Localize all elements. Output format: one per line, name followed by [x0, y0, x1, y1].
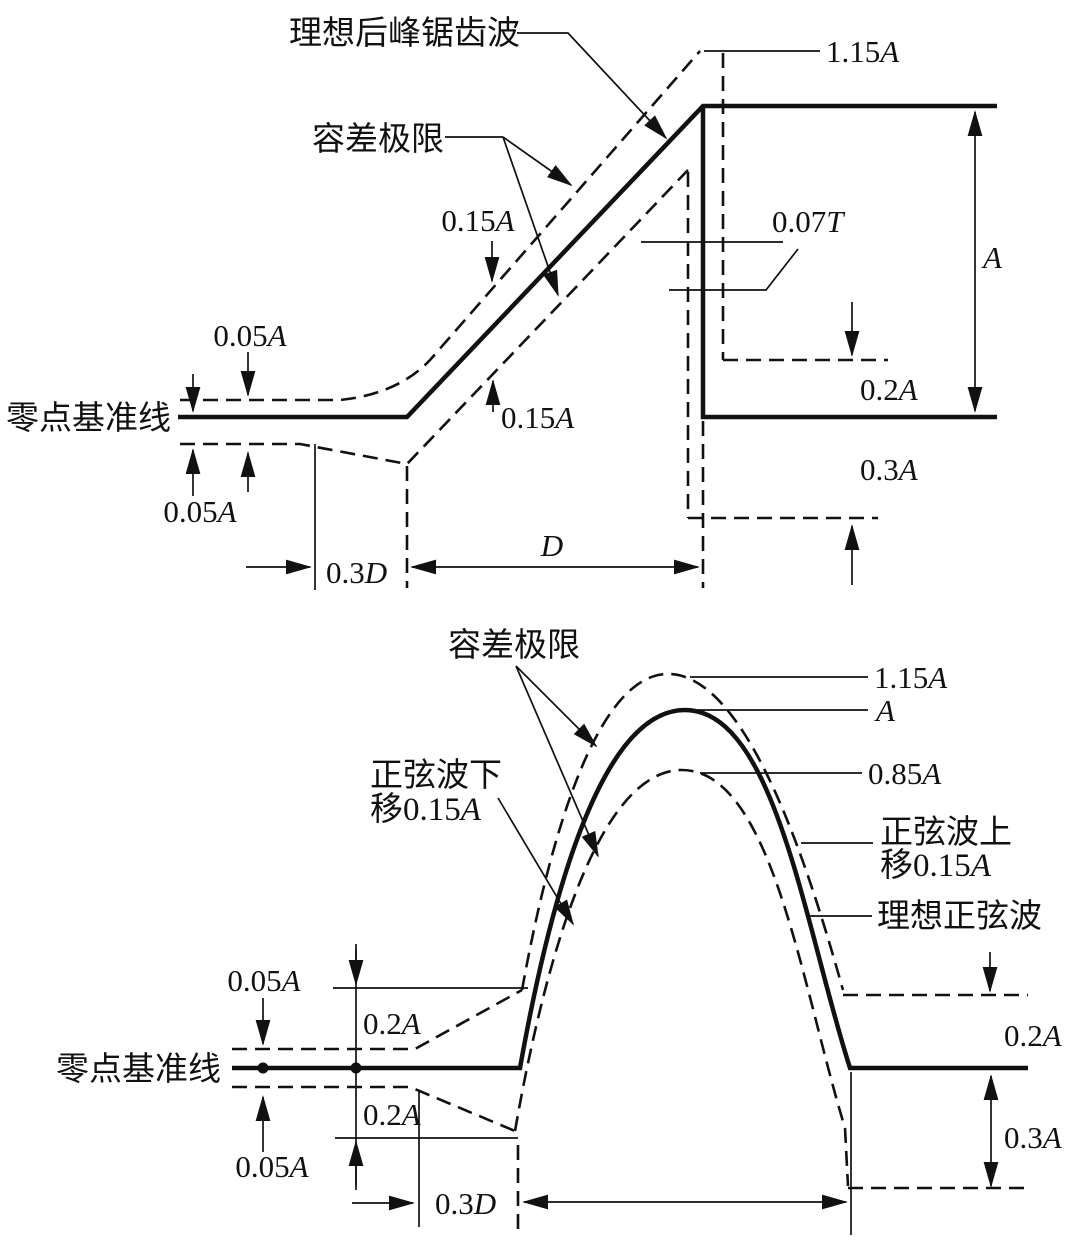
tolerance-leader-arrow-upper [502, 136, 573, 187]
shift-up-label-line1: 正弦波上 [880, 814, 1012, 851]
peak-tol-value: 1.15A [826, 34, 900, 69]
zero-reference-label: 零点基准线 [56, 1051, 221, 1088]
fall-time-tol-leader-lower [669, 248, 799, 291]
zero-reference-label: 零点基准线 [6, 400, 171, 437]
shift-down-label-line2: 移0.15A [370, 791, 482, 828]
ramp-tol-upper-value: 0.15A [441, 203, 515, 238]
lower-peak-value: 0.85A [868, 756, 942, 791]
duration-value: D [540, 528, 563, 563]
fall-time-tol-value: 0.07T [772, 204, 846, 239]
sine-lower-tolerance-curve [513, 768, 850, 1187]
sine-upper-base-dashed [232, 988, 523, 1051]
zero-reference-dot-left [257, 1062, 269, 1074]
settle-lower-value: 0.3A [1004, 1120, 1063, 1155]
base-tol-lower-value: 0.05A [163, 494, 237, 529]
sine-lower-base-dashed [232, 1085, 516, 1133]
sawtooth-upper-tolerance-path [180, 50, 701, 402]
offset-lower-value: 0.2A [363, 1097, 422, 1132]
settle-lower-value: 0.3A [860, 452, 919, 487]
amplitude-value: A [874, 693, 896, 728]
sine-upper-tolerance-curve [520, 672, 845, 991]
base-tol-lower-value: 0.05A [235, 1149, 309, 1184]
sine-diagram: 容差极限 正弦波下 移0.15A 零点基准线 1.15A A 0.85A 正弦波… [56, 627, 1063, 1235]
sawtooth-lower-tolerance-path [180, 169, 689, 466]
delay-value: 0.3D [326, 555, 387, 590]
tolerance-leader-arrow-inner [515, 665, 599, 858]
tolerance-limit-label: 容差极限 [312, 121, 444, 158]
sawtooth-ideal-wave-path [178, 103, 997, 420]
ramp-tol-lower-value: 0.15A [501, 400, 575, 435]
ideal-sine-label: 理想正弦波 [877, 898, 1042, 935]
shift-up-label-line2: 移0.15A [880, 847, 992, 884]
settle-upper-value: 0.2A [1004, 1018, 1063, 1053]
delay-value: 0.3D [435, 1186, 496, 1221]
shift-down-leader-arrow [497, 797, 574, 926]
base-tol-upper-value: 0.05A [227, 963, 301, 998]
ideal-sawtooth-label: 理想后峰锯齿波 [289, 15, 520, 52]
peak-tol-value: 1.15A [874, 660, 948, 695]
tolerance-leader-arrow-lower [502, 136, 559, 297]
tolerance-leader-arrow-outer [515, 665, 598, 748]
ideal-wave-leader-arrow [517, 32, 668, 140]
sine-ideal-wave-path [232, 707, 1028, 1071]
base-tol-upper-value: 0.05A [213, 318, 287, 353]
settle-upper-value: 0.2A [860, 372, 919, 407]
amplitude-value: A [981, 240, 1003, 275]
sawtooth-diagram: 理想后峰锯齿波 容差极限 零点基准线 1.15A A 0.07T 0.15A 0… [6, 15, 1003, 590]
shift-down-label-line1: 正弦波下 [370, 757, 502, 794]
offset-upper-value: 0.2A [363, 1006, 422, 1041]
tolerance-limit-label: 容差极限 [448, 627, 580, 664]
